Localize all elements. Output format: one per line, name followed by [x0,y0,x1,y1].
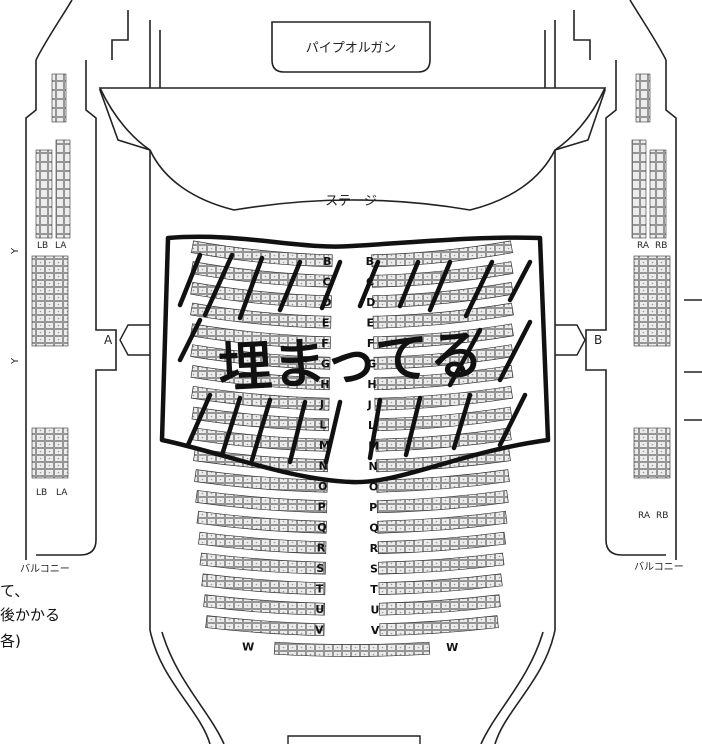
seat-block [376,469,510,493]
seat-block [205,615,325,637]
row-label-t: T [370,583,378,596]
handwritten-text: 埋まってる [217,323,485,400]
row-label-d: D [366,296,375,309]
seat-block [377,510,508,534]
side-text-line2: 後かかる [0,606,61,624]
row-label-w: W [446,641,458,654]
door-a: A [104,324,150,356]
seat-block [193,448,329,473]
seat-block [378,594,501,616]
row-label-p: P [369,501,377,514]
row-label-n: N [369,460,378,473]
right-top-block-ra: RA [637,241,650,251]
seat-block [190,240,333,268]
row-label-f: F [367,337,375,350]
row-label-r: R [370,542,379,555]
seat-block [201,573,326,596]
door-b: B [555,324,602,356]
seat-block [376,490,509,514]
row-label-e: E [367,316,375,329]
seat-block [190,385,330,411]
row-label-s: S [370,562,378,575]
organ-label: パイプオルガン [306,41,397,56]
row-label-l: L [319,419,326,432]
left-bottom-block-la: LA [56,488,68,498]
seat-block [371,240,514,268]
row-label-g: G [321,357,330,370]
row-label-j: J [367,398,372,411]
row-label-u: U [315,603,324,616]
seat-block [379,615,499,637]
row-label-r: R [317,542,326,555]
seat-block [190,365,330,391]
left-marker-y1: Y [10,247,21,255]
row-label-s: S [316,562,324,575]
door-b-label: B [594,333,602,347]
seat-block [194,469,328,493]
stage-label: ステージ [325,194,377,209]
right-bottom-block-ra: RA [638,511,651,521]
row-label-e: E [322,316,330,329]
seat-block [190,323,331,350]
left-bottom-block-lb: LB [36,488,47,498]
row-label-v: V [315,624,324,637]
row-label-l: L [368,419,375,432]
row-label-m: M [319,439,330,452]
row-label-c: C [323,275,331,288]
seat-block [198,531,327,555]
seat-block [375,427,512,452]
row-label-b: B [366,255,374,268]
seat-block [273,641,431,657]
row-label-w: W [242,641,254,654]
door-a-label: A [104,333,113,347]
stage: ステージ [98,87,607,211]
left-top-block-lb: LB [37,241,48,251]
row-label-q: Q [369,521,378,534]
row-label-q: Q [317,521,326,534]
left-balcony: LB LA LB LA Y Y バルコニー [10,60,117,575]
seat-block [374,406,513,432]
row-label-d: D [322,296,331,309]
seat-block [191,406,330,432]
seat-block [199,552,326,575]
hall-walls [35,0,667,744]
row-label-p: P [318,501,326,514]
bottom-box [287,735,421,744]
row-label-g: G [367,357,376,370]
handwritten-annotation: 埋まってる [159,234,551,485]
row-label-t: T [316,583,324,596]
row-label-b: B [323,255,331,268]
pipe-organ: パイプオルガン [271,21,431,73]
row-label-o: O [369,480,378,493]
right-balcony: RA RB RA RB バルコニー [585,60,702,573]
side-text-line3: 各) [0,632,21,650]
row-label-f: F [321,337,329,350]
left-marker-y2: Y [10,357,21,365]
seat-block [203,594,326,616]
row-label-v: V [371,624,380,637]
side-text-line1: て、 [0,582,30,600]
seat-block [374,365,514,391]
seat-block [196,510,327,534]
right-top-block-rb: RB [655,241,667,251]
seat-block [190,302,332,329]
row-label-u: U [371,603,380,616]
seat-block [377,531,506,555]
row-label-h: H [367,378,376,391]
row-label-n: N [319,460,328,473]
seat-block [195,490,328,514]
seat-block [378,552,505,575]
seat-block [190,344,331,370]
row-label-j: J [319,398,324,411]
right-bottom-block-rb: RB [656,511,668,521]
seat-block [372,302,514,329]
row-label-o: O [318,480,327,493]
row-label-h: H [320,378,329,391]
balcony-left-label: バルコニー [20,563,70,575]
seat-block [378,573,503,596]
left-top-block-la: LA [55,241,67,251]
balcony-right-label: バルコニー [634,561,684,573]
